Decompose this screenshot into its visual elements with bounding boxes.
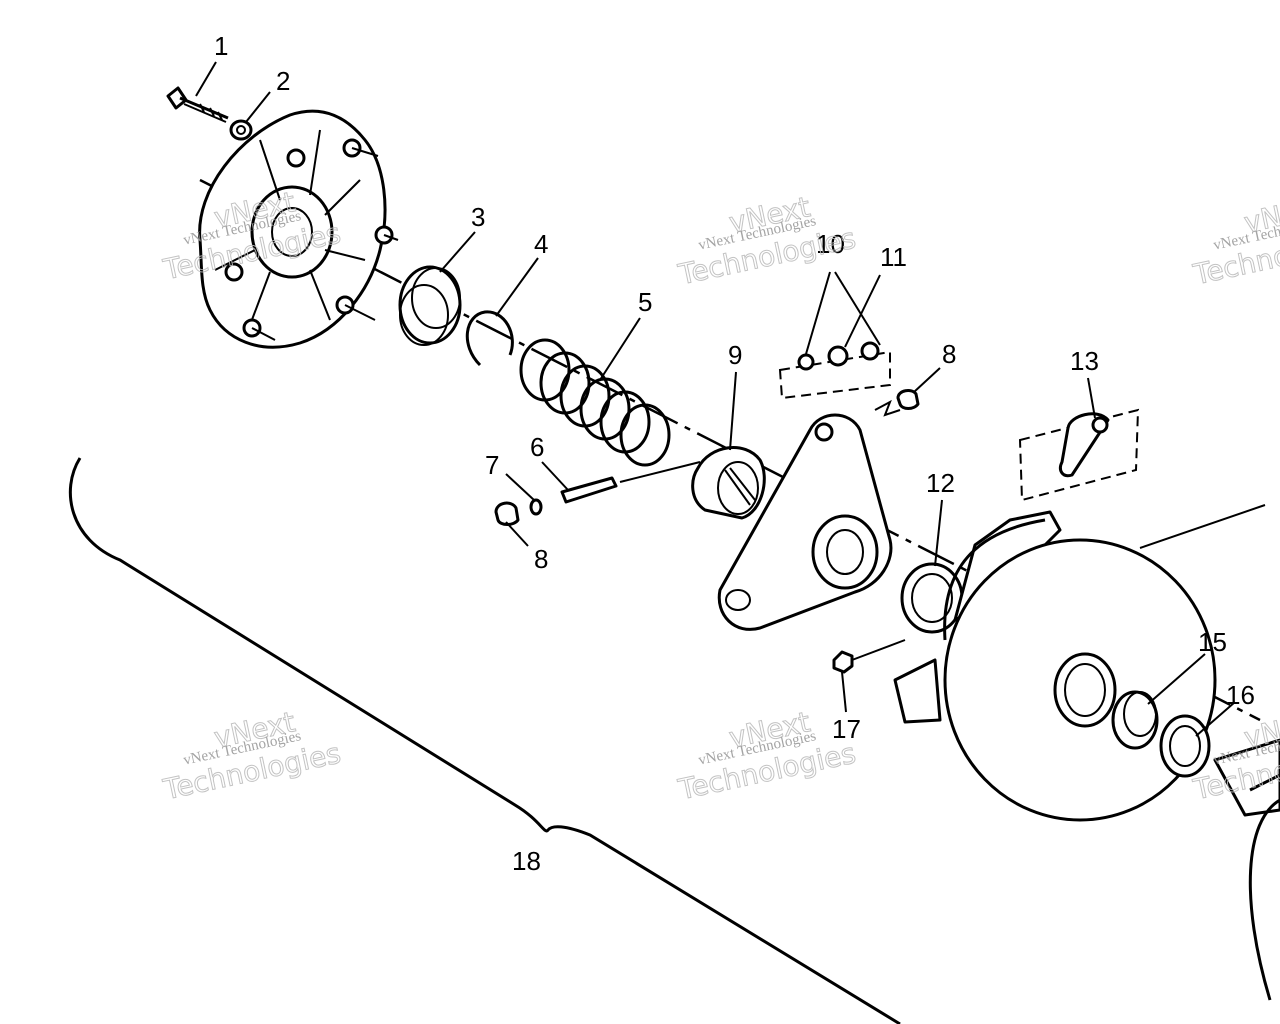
callout-11: 11 xyxy=(880,242,907,272)
callout-1: 1 xyxy=(214,31,228,61)
bearing-part-9 xyxy=(691,446,766,520)
callout-9: 9 xyxy=(728,340,742,370)
watermark-4: vNext vNext Technologies Technologies xyxy=(159,705,344,807)
callout-18: 18 xyxy=(512,846,541,876)
callout-15: 15 xyxy=(1198,627,1227,657)
washer-part-12 xyxy=(900,562,964,634)
washer-part-16 xyxy=(1159,714,1211,778)
callout-16: 16 xyxy=(1226,680,1255,710)
callout-4: 4 xyxy=(534,229,548,259)
cover-plate xyxy=(198,109,399,349)
callout-17: 17 xyxy=(832,714,861,744)
pin-part-6 xyxy=(560,461,701,504)
roller-part-8-right xyxy=(896,389,920,410)
callout-5: 5 xyxy=(638,287,652,317)
bolt-part-1 xyxy=(166,86,229,123)
callout-13: 13 xyxy=(1070,346,1099,376)
callout-12: 12 xyxy=(926,468,955,498)
roller-part-8-left xyxy=(494,501,520,526)
spring-part-5 xyxy=(519,338,671,467)
nut-part-17 xyxy=(832,639,906,674)
bushing-part-15 xyxy=(1111,690,1159,750)
parts-10-11-group xyxy=(778,341,901,417)
callout-7: 7 xyxy=(485,450,499,480)
callout-labels: 1 2 3 4 5 6 7 8 9 10 11 8 13 12 15 16 17… xyxy=(214,31,1255,876)
watermark-5: vNext vNext Technologies Technologies xyxy=(674,705,859,807)
assembly-bracket xyxy=(68,457,901,1024)
leader-lines xyxy=(195,61,1236,737)
callout-2: 2 xyxy=(276,66,290,96)
watermark-1: vNext vNext Technologies Technologies xyxy=(159,185,344,287)
washer-part-2 xyxy=(229,119,253,141)
callout-6: 6 xyxy=(530,432,544,462)
callout-8-right: 8 xyxy=(942,339,956,369)
snap-ring-part-4 xyxy=(465,310,514,367)
callout-3: 3 xyxy=(471,202,485,232)
bushing-part-3 xyxy=(398,265,462,346)
part-13-group xyxy=(1018,408,1140,502)
spider-arm xyxy=(717,413,893,631)
callout-8-left: 8 xyxy=(534,544,548,574)
watermark-3: vNext vNext Technologies Technologies xyxy=(1189,190,1280,292)
sheave-pulley xyxy=(893,510,1217,822)
callout-10: 10 xyxy=(816,229,845,259)
washer-part-7 xyxy=(529,498,543,516)
shaft xyxy=(1213,738,1280,1001)
